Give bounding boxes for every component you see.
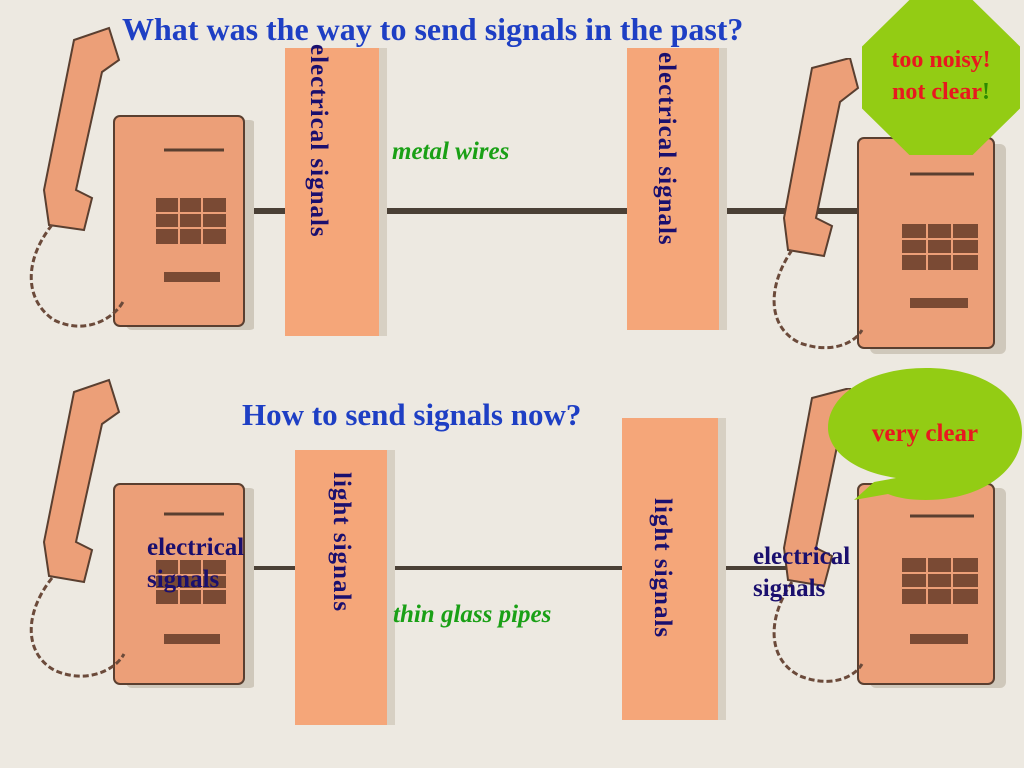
question-now: How to send signals now? <box>242 397 582 432</box>
callout-octagon <box>862 0 1020 155</box>
pillar-bottom-right <box>622 418 718 720</box>
thin-glass-pipes-label: thin glass pipes <box>393 601 552 628</box>
metal-wires-label: metal wires <box>392 138 510 165</box>
callout-very-clear: very clear <box>871 420 979 447</box>
telephone-icon <box>772 58 1006 354</box>
electrical-signals-right: electrical signals <box>753 543 851 602</box>
pillar-top-left-label: electrical signals <box>305 44 332 238</box>
telephone-icon <box>29 26 254 330</box>
pillar-top-right-label: electrical signals <box>653 52 680 246</box>
pillar-bottom-right-label: light signals <box>649 498 676 639</box>
glass-pipe-wire <box>225 566 825 570</box>
speech-bubble-icon <box>828 368 1022 500</box>
electrical-signals-left: electrical signals <box>147 534 245 593</box>
pillar-top-left <box>285 48 379 336</box>
pillar-top-right <box>627 48 719 330</box>
telephone-icon <box>29 378 254 688</box>
pillar-bottom-left <box>295 450 387 725</box>
callout-too-noisy: too noisy! not clear! <box>891 47 991 105</box>
question-past: What was the way to send signals in the … <box>122 11 744 47</box>
telephone-icon <box>772 388 1006 688</box>
metal-wire <box>225 208 865 214</box>
pillar-bottom-left-label: light signals <box>328 472 355 613</box>
